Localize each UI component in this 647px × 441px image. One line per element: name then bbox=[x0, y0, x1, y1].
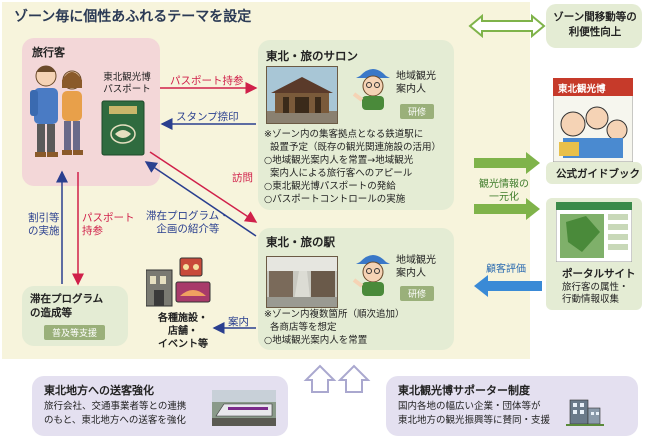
page-title: ゾーン毎に個性あふれるテーマを設定 bbox=[14, 9, 252, 25]
guidebook-cover-title: 東北観光博 bbox=[558, 84, 606, 95]
station-title: 東北・旅の駅 bbox=[266, 235, 335, 249]
station-training-badge: 研修 bbox=[400, 286, 435, 301]
salon-line-3: 案内人による旅行客へのアピール bbox=[264, 168, 413, 179]
guidebook-box bbox=[546, 162, 642, 184]
guidebook-cover-image bbox=[553, 78, 633, 162]
guidebook-label: 公式ガイドブック bbox=[556, 168, 640, 180]
salon-title: 東北・旅のサロン bbox=[266, 49, 358, 63]
station-guide-icon bbox=[352, 255, 390, 296]
salon-station-photo bbox=[266, 66, 338, 124]
station-guide-label: 地域観光 案内人 bbox=[396, 255, 436, 279]
arrow-label-passport-carry-2: パスポート 持参 bbox=[82, 212, 135, 237]
station-line-1: 各商店等を想定 bbox=[264, 322, 337, 333]
bottom-right-line-1: 東北地方の観光振興等に賛同・支援 bbox=[398, 415, 551, 426]
arrow-label-passport-carry: パスポート持参 bbox=[170, 75, 244, 87]
bottom-left-title: 東北地方への送客強化 bbox=[44, 384, 154, 397]
stay-program-title: 滞在プログラム の造成等 bbox=[30, 293, 104, 319]
arrow-label-stay-intro: 滞在プログラム・ 企画の紹介等 bbox=[146, 210, 230, 235]
passport-icon bbox=[101, 100, 145, 156]
facilities-icon bbox=[146, 257, 211, 307]
bottom-right-title: 東北観光博サポーター制度 bbox=[398, 384, 530, 397]
building-icon bbox=[566, 399, 604, 426]
arrow-label-discount: 割引等 の実施 bbox=[28, 212, 60, 237]
salon-line-0: ※ゾーン内の集客拠点となる鉄道駅に bbox=[264, 129, 424, 140]
stay-program-badge: 普及等支援 bbox=[44, 325, 106, 340]
salon-line-1: 設置予定（既存の観光関連施設の活用） bbox=[264, 142, 442, 153]
bottom-left-line-0: 旅行会社、交通事業者等との連携 bbox=[44, 401, 187, 412]
bottom-left-line-1: のもと、東北地方への送客を強化 bbox=[44, 415, 186, 426]
salon-line-4: ○東北観光博パスポートの発給 bbox=[264, 181, 396, 192]
passport-label: 東北観光博 パスポート bbox=[103, 72, 151, 95]
bottom-right-box bbox=[386, 376, 638, 436]
portal-screenshot-image bbox=[556, 202, 632, 262]
salon-line-2: ○地域観光案内人を常置→地域観光 bbox=[264, 155, 414, 166]
station-line-0: ※ゾーン内複数箇所（順次追加） bbox=[264, 309, 405, 320]
portal-sub: 旅行客の属性・ 行動情報収集 bbox=[562, 282, 629, 305]
arrow-label-unify: 観光情報の 一元化 bbox=[479, 179, 529, 203]
arrow-label-visit: 訪問 bbox=[232, 172, 253, 184]
facilities-label: 各種施設・ 店舗・ イベント等 bbox=[158, 313, 208, 350]
arrow-label-review: 顧客評価 bbox=[486, 264, 526, 275]
top-right-box bbox=[546, 4, 642, 48]
top-right-text: ゾーン間移動等の 利便性向上 bbox=[553, 11, 637, 38]
arrow-label-guide: 案内 bbox=[228, 316, 249, 328]
traveler-couple-icon bbox=[30, 65, 83, 157]
traveler-label: 旅行客 bbox=[32, 46, 65, 59]
salon-training-badge: 研修 bbox=[400, 104, 435, 119]
salon-guide-icon bbox=[352, 69, 390, 110]
arrow-label-stamp: スタンプ捺印 bbox=[176, 111, 239, 123]
station-street-photo bbox=[266, 256, 338, 308]
portal-label: ポータルサイト bbox=[562, 268, 636, 280]
station-line-2: ○地域観光案内人を常置 bbox=[264, 335, 368, 346]
bottom-right-line-0: 国内各地の幅広い企業・団体等が bbox=[398, 401, 541, 412]
bidirectional-arrow bbox=[468, 14, 546, 38]
salon-line-5: ○パスポートコントロールの実施 bbox=[264, 194, 406, 205]
train-photo bbox=[212, 390, 276, 426]
salon-guide-label: 地域観光 案内人 bbox=[396, 71, 436, 95]
